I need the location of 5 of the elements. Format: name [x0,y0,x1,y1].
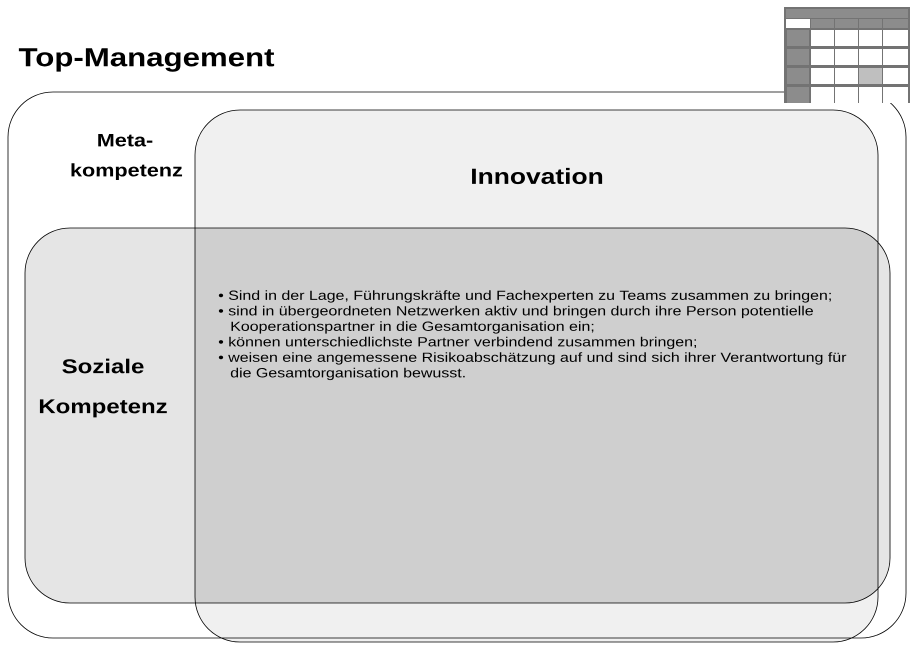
bullet-item: • weisen eine angemessene Risikoabschätzung auf und sind sich ihrer Verantwortung für die Gesamtorganisation bewusst. [218,352,846,380]
title: Top-Management [18,48,274,72]
bullet-item: • sind in übergeordneten Netzwerken aktiv und bringen durch ihre Person potentielle Kooperationspartner in die Gesamtorganisation ein; [218,306,813,334]
bullet-item: • Sind in der Lage, Führungskräfte und Fachexperten zu Teams zusammen zu bringen; [218,290,831,303]
bullet-item: • können unterschiedlichste Partner verbindend zusammen bringen; [218,336,696,350]
